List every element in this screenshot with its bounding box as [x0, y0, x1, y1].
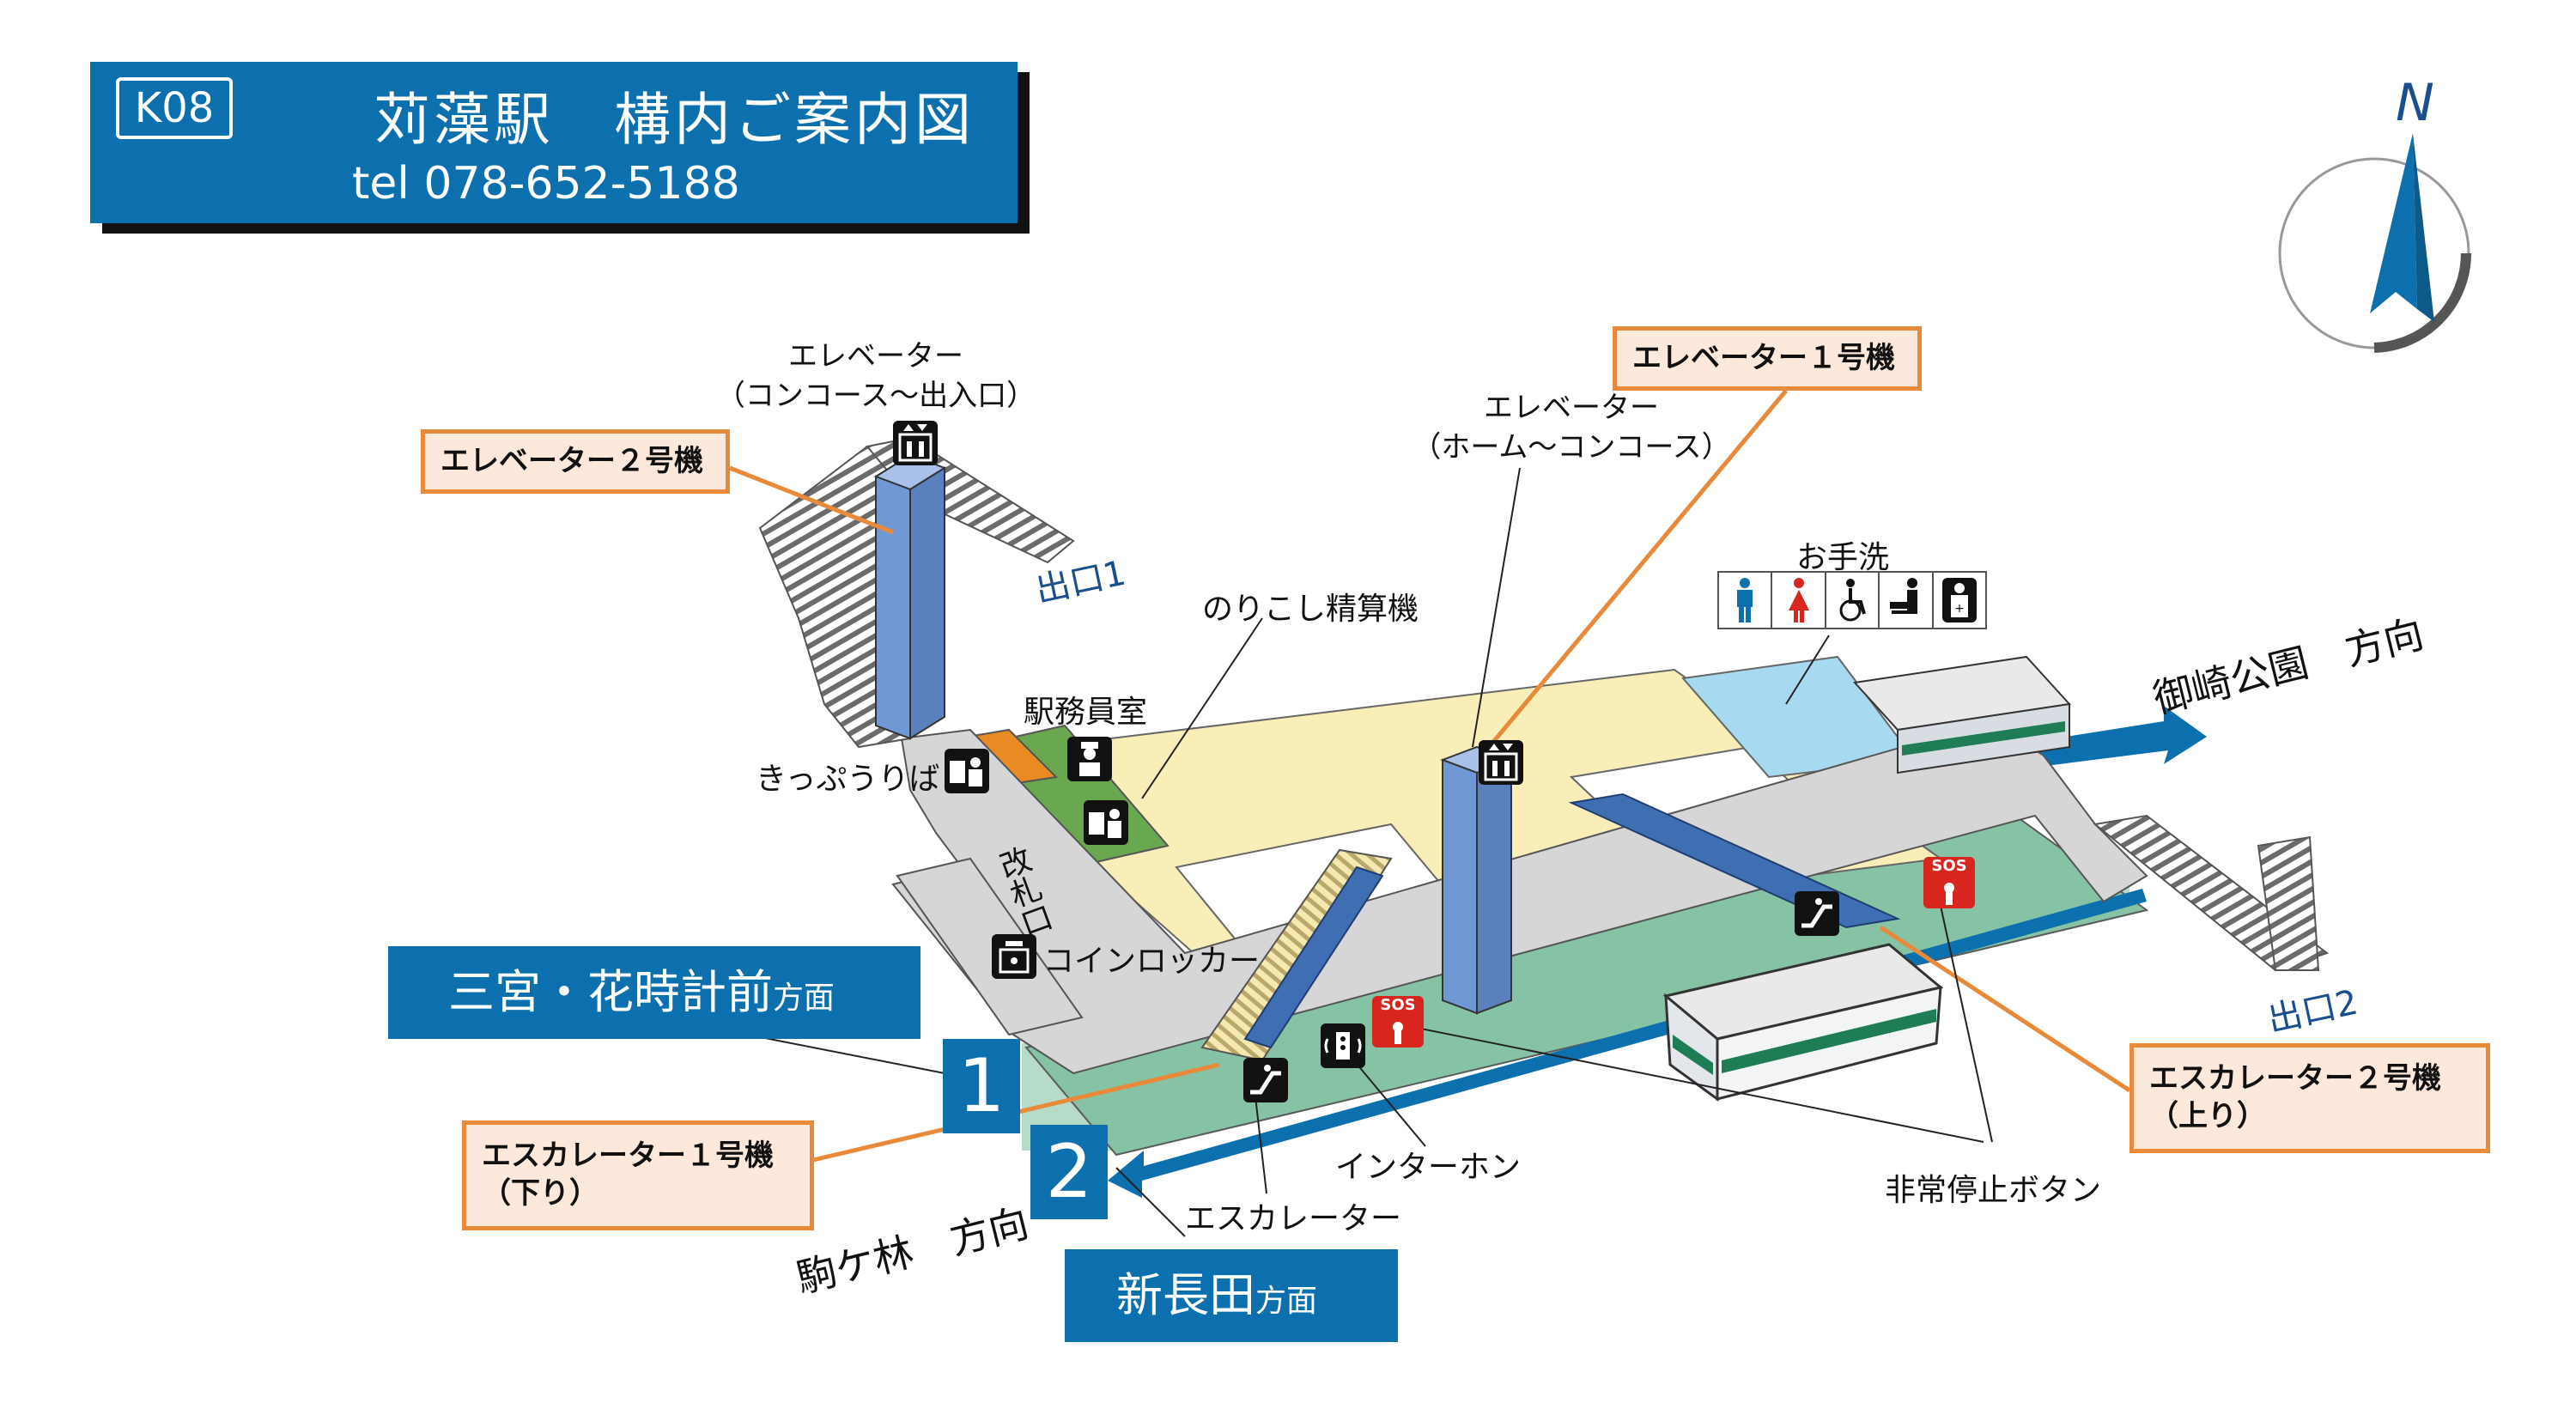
- walkway: [891, 720, 2148, 1075]
- track-number-2: 2: [1030, 1125, 1108, 1219]
- callout-elevator2: エレベーター２号機: [421, 429, 730, 494]
- station-code-badge: K08: [116, 77, 233, 139]
- escalator-icon: [1795, 891, 1839, 936]
- baby-care-icon: [1880, 573, 1934, 628]
- escalator-1-rail: [1243, 865, 1384, 1049]
- sos-label: SOS: [1931, 857, 1967, 875]
- track-number-1: 1: [943, 1039, 1020, 1133]
- label-elevator-home-concourse: エレベーター （ホーム～コンコース）: [1412, 391, 1731, 465]
- callout-elevator1: エレベーター１号機: [1613, 326, 1922, 391]
- coin-locker-icon: [992, 934, 1036, 979]
- emergency-stop-button-icon: SOS: [1372, 996, 1424, 1048]
- men-toilet-icon: [1719, 573, 1773, 628]
- direction-box-shinnagata: 新長田方面: [1065, 1249, 1398, 1342]
- walkway-left: [896, 857, 1084, 1036]
- elevator-2: [873, 453, 947, 740]
- label-toilet: お手洗: [1796, 540, 1890, 575]
- ostomate-icon: +: [1934, 573, 1985, 628]
- train-lower: [1662, 943, 1944, 1102]
- exit2-stairs: [2093, 814, 2330, 972]
- fare-adjust-machine-icon: [1084, 800, 1128, 845]
- accessible-toilet-icon: [1826, 573, 1880, 628]
- direction-box-sannomiya: 三宮・花時計前方面: [388, 946, 920, 1039]
- staff-icon: [1067, 737, 1112, 781]
- label-emergency-button: 非常停止ボタン: [1885, 1173, 2102, 1208]
- toilet-icons: +: [1717, 571, 1987, 629]
- callout-escalator2: エスカレーター２号機 （上り）: [2129, 1043, 2490, 1153]
- women-toilet-icon: [1772, 573, 1826, 628]
- callout-escalator1: エスカレーター１号機 （下り）: [462, 1120, 814, 1230]
- elevator-1: [1440, 745, 1514, 1015]
- train-upper: [1853, 655, 2071, 774]
- compass: N: [2267, 73, 2482, 356]
- label-escalator: エスカレーター: [1185, 1201, 1402, 1236]
- header-panel: K08 苅藻駅 構内ご案内図 tel 078-652-5188: [90, 62, 1018, 223]
- station-tel: tel 078-652-5188: [352, 158, 740, 210]
- exit2-stairs-upper: [2257, 835, 2320, 971]
- label-intercom: インターホン: [1335, 1150, 1522, 1185]
- track-arrow-misaki: [2001, 706, 2207, 771]
- direction-shinnagata-suffix: 方面: [1255, 1284, 1318, 1319]
- emergency-stop-button-icon: SOS: [1923, 857, 1975, 908]
- label-station-office: 駅務員室: [1024, 695, 1148, 730]
- svg-text:+: +: [1954, 602, 1965, 616]
- escalator-icon: [1243, 1058, 1288, 1102]
- label-elevator-concourse-exit: エレベーター （コンコース～出入口）: [715, 339, 1036, 413]
- page-title: 苅藻駅 構内ご案内図: [374, 87, 975, 153]
- label-fare-adjust: のりこし精算機: [1202, 592, 1419, 627]
- elevator-icon: [893, 421, 938, 465]
- compass-needle-icon: [2278, 133, 2471, 353]
- direction-shinnagata-main: 新長田: [1116, 1268, 1255, 1322]
- direction-sannomiya-suffix: 方面: [773, 981, 835, 1016]
- direction-sannomiya-main: 三宮・花時計前: [448, 965, 773, 1019]
- label-ticket: きっぷうりば: [756, 762, 940, 797]
- sos-label: SOS: [1380, 996, 1416, 1014]
- intercom-icon: [1321, 1023, 1365, 1068]
- ticket-machine-icon: [945, 749, 989, 793]
- elevator-icon: [1479, 740, 1523, 785]
- label-locker: コインロッカー: [1043, 944, 1261, 979]
- compass-north-label: N: [2396, 73, 2434, 133]
